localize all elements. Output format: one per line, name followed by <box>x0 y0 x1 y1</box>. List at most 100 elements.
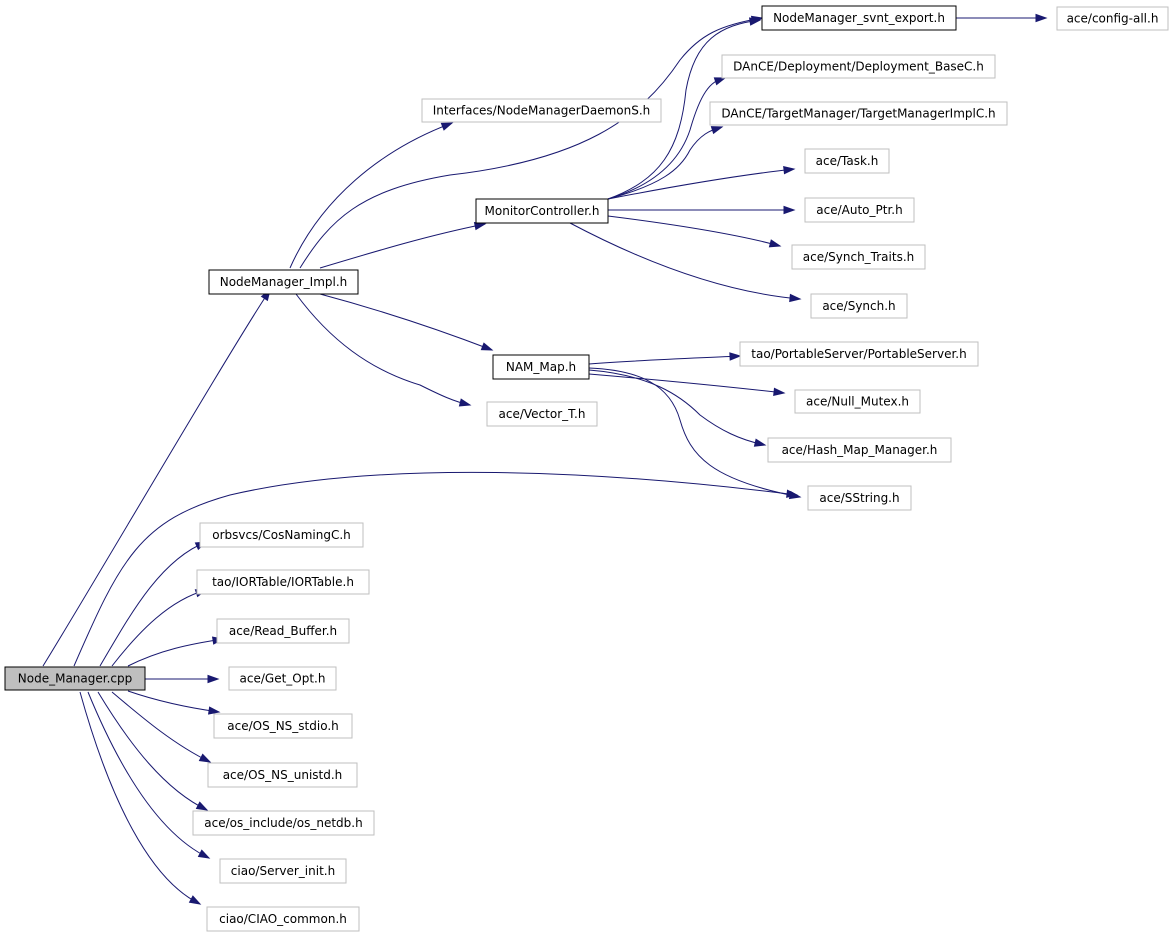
edge-root-to-serverinit <box>87 691 211 859</box>
node-osunistd[interactable]: ace/OS_NS_unistd.h <box>207 762 358 788</box>
edge-nmimpl-to-daemons <box>289 122 454 269</box>
arrowhead-7 <box>198 753 212 763</box>
edge-nammap-to-sstring <box>588 367 802 500</box>
edge-nammap-to-pserver <box>588 352 742 365</box>
node-depbase[interactable]: DAnCE/Deployment/Deployment_BaseC.h <box>721 54 996 79</box>
node-iortable[interactable]: tao/IORTable/IORTable.h <box>196 569 370 595</box>
arrowhead-10 <box>188 895 202 905</box>
node-box <box>791 244 926 270</box>
node-label: ace/SString.h <box>819 491 899 505</box>
node-serverinit[interactable]: ciao/Server_init.h <box>219 858 347 884</box>
node-root[interactable]: Node_Manager.cpp <box>4 666 146 691</box>
node-svnt[interactable]: NodeManager_svnt_export.h <box>761 5 957 31</box>
node-cosnaming[interactable]: orbsvcs/CosNamingC.h <box>199 522 364 548</box>
node-label: ciao/CIAO_common.h <box>219 912 347 926</box>
node-box <box>208 269 359 295</box>
edge-monctl-to-svnt <box>607 17 762 200</box>
edge-nmimpl-to-svnt <box>299 15 764 269</box>
node-ciaocommon[interactable]: ciao/CIAO_common.h <box>206 906 360 932</box>
edge-line-24 <box>588 355 741 365</box>
node-box <box>721 54 996 79</box>
node-nullmtx[interactable]: ace/Null_Mutex.h <box>794 389 921 414</box>
edge-root-to-nmimpl <box>42 288 271 667</box>
edge-nmimpl-to-monctl <box>319 221 487 269</box>
node-box <box>4 666 146 691</box>
node-label: ace/Synch.h <box>822 299 895 313</box>
node-daemons[interactable]: Interfaces/NodeManagerDaemonS.h <box>421 98 662 123</box>
edge-line-13 <box>319 223 486 269</box>
node-box <box>216 618 350 644</box>
edge-line-26 <box>588 369 766 446</box>
edge-nmimpl-to-nammap <box>319 293 494 351</box>
edge-line-2 <box>99 541 207 667</box>
node-vectort[interactable]: ace/Vector_T.h <box>486 401 598 427</box>
node-label: ace/Hash_Map_Manager.h <box>782 443 938 457</box>
node-label: Interfaces/NodeManagerDaemonS.h <box>433 104 651 118</box>
node-box <box>486 401 598 427</box>
edge-monctl-to-tmimpl <box>607 126 724 200</box>
node-label: ace/os_include/os_netdb.h <box>204 816 362 830</box>
node-label: NodeManager_svnt_export.h <box>773 11 945 25</box>
node-pserver[interactable]: tao/PortableServer/PortableServer.h <box>739 341 979 367</box>
edge-root-to-ciaocommon <box>79 691 202 905</box>
node-nmimpl[interactable]: NodeManager_Impl.h <box>208 269 359 295</box>
node-box <box>1056 6 1169 31</box>
node-monctl[interactable]: MonitorController.h <box>475 198 609 224</box>
edge-root-to-osstdio <box>127 690 221 715</box>
node-cfgall[interactable]: ace/config-all.h <box>1056 6 1169 31</box>
edge-line-8 <box>97 691 208 811</box>
edge-line-7 <box>111 691 211 763</box>
edge-line-18 <box>607 77 726 200</box>
arrowhead-19 <box>710 126 724 135</box>
node-box <box>810 293 908 319</box>
node-sstring[interactable]: ace/SString.h <box>807 485 912 511</box>
node-label: ace/Null_Mutex.h <box>806 395 909 409</box>
node-label: ace/OS_NS_stdio.h <box>227 719 339 733</box>
node-osnetdb[interactable]: ace/os_include/os_netdb.h <box>192 810 375 836</box>
node-osstdio[interactable]: ace/OS_NS_stdio.h <box>213 713 353 739</box>
node-box <box>492 354 590 380</box>
arrowhead-20 <box>783 166 796 175</box>
arrowhead-25 <box>773 387 786 397</box>
node-label: ace/Task.h <box>816 154 879 168</box>
node-label: ace/Auto_Ptr.h <box>816 203 902 217</box>
arrowhead-13 <box>473 221 487 231</box>
node-nammap[interactable]: NAM_Map.h <box>492 354 590 380</box>
node-box <box>199 522 364 548</box>
edge-root-to-getopt <box>145 674 220 684</box>
edge-root-to-iortable <box>111 589 208 667</box>
node-label: ace/Get_Opt.h <box>240 672 326 686</box>
arrowhead-5 <box>207 674 220 684</box>
edge-line-10 <box>79 691 201 905</box>
edge-root-to-readbuf <box>127 636 225 667</box>
arrowhead-14 <box>480 342 494 351</box>
edge-monctl-to-autoptr <box>608 205 796 215</box>
node-readbuf[interactable]: ace/Read_Buffer.h <box>216 618 350 644</box>
edge-nammap-to-nullmtx <box>588 373 786 397</box>
node-box <box>219 858 347 884</box>
arrowhead-9 <box>197 849 211 859</box>
edge-line-14 <box>319 293 493 351</box>
edge-line-0 <box>42 289 271 667</box>
edge-line-4 <box>127 638 224 667</box>
arrowhead-21 <box>783 205 796 215</box>
node-tmimpl[interactable]: DAnCE/TargetManager/TargetManagerImplC.h <box>709 101 1008 126</box>
node-box <box>421 98 662 123</box>
edge-line-12 <box>299 17 763 269</box>
node-getopt[interactable]: ace/Get_Opt.h <box>228 666 337 691</box>
arrowhead-16 <box>1035 13 1048 23</box>
node-task[interactable]: ace/Task.h <box>804 148 890 174</box>
edge-line-20 <box>607 168 795 200</box>
node-synch[interactable]: ace/Synch.h <box>810 293 908 319</box>
node-autoptr[interactable]: ace/Auto_Ptr.h <box>804 197 915 223</box>
edge-nmimpl-to-vectort <box>295 293 472 407</box>
node-synchtr[interactable]: ace/Synch_Traits.h <box>791 244 926 270</box>
edge-monctl-to-task <box>607 166 796 200</box>
node-label: DAnCE/TargetManager/TargetManagerImplC.h <box>721 107 995 121</box>
node-box <box>739 341 979 367</box>
node-label: ace/Read_Buffer.h <box>229 624 337 638</box>
arrowhead-6 <box>208 706 221 715</box>
arrowhead-18 <box>713 77 727 86</box>
node-hashmap[interactable]: ace/Hash_Map_Manager.h <box>767 437 952 463</box>
node-box <box>207 762 358 788</box>
